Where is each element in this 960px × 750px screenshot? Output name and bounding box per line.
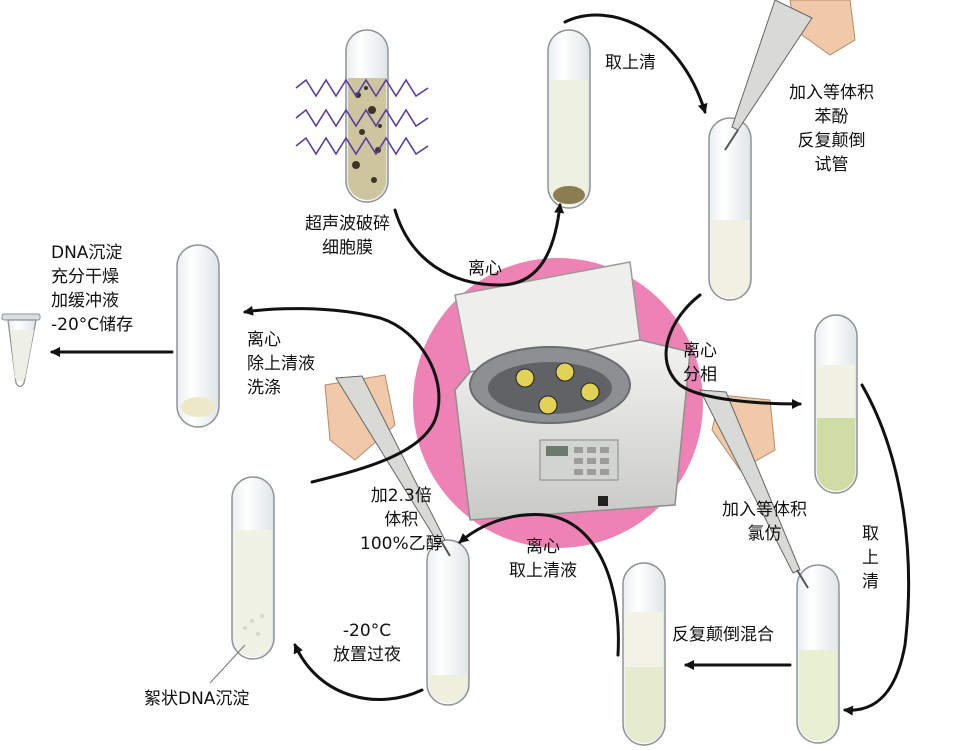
label-centrifuge-supernatant: 离心取上清液 <box>509 537 577 581</box>
tube-1-sonicated <box>295 29 429 203</box>
pipette-top <box>724 0 856 151</box>
label-floc-dna: 絮状DNA沉淀 <box>144 689 250 709</box>
microtube <box>1 313 41 388</box>
label-take-supernatant-top: 取上清 <box>605 53 656 73</box>
arrow-sonication-to-centrifuge <box>393 203 565 287</box>
label-store-dna: DNA沉淀充分干燥加缓冲液-20°C储存 <box>51 243 134 335</box>
arrow-floc-to-washed <box>243 305 441 484</box>
centrifuge <box>454 261 691 521</box>
pipette-left <box>324 374 451 557</box>
tube-4-phase-separated <box>814 314 858 494</box>
floc-leader-line <box>209 644 246 684</box>
tube-6-mixed <box>622 562 666 746</box>
tube-3-phenol <box>708 117 752 301</box>
label-add-chloroform: 加入等体积氯仿 <box>722 500 807 544</box>
label-invert-mix: 反复颠倒混合 <box>672 625 774 645</box>
tube-2-supernatant <box>547 29 591 209</box>
arrow-mixed-to-ethanol <box>458 513 620 657</box>
tube-5-chloroform <box>796 564 840 744</box>
label-centrifuge-top: 离心 <box>468 259 502 279</box>
pipette-middle-right <box>699 389 809 589</box>
label-sonicate: 超声波破碎细胞膜 <box>305 214 390 258</box>
arrow-phenol-centrifuge-to-phase <box>664 293 802 409</box>
tube-7-ethanol <box>426 539 470 706</box>
label-wash: 离心除上清液洗涤 <box>247 330 315 398</box>
label-add-phenol: 加入等体积苯酚反复颠倒试管 <box>789 83 874 175</box>
tube-9-washed <box>176 244 220 428</box>
arrow-supernatant-to-phenol <box>563 13 708 114</box>
arrow-ethanol-to-floc <box>293 643 424 702</box>
label-take-supernatant-right: 取上清 <box>862 524 879 592</box>
arrow-take-supernatant-right <box>843 383 911 716</box>
tube-8-dna-floc <box>231 476 275 660</box>
label-centrifuge-phase: 离心分相 <box>683 341 717 385</box>
